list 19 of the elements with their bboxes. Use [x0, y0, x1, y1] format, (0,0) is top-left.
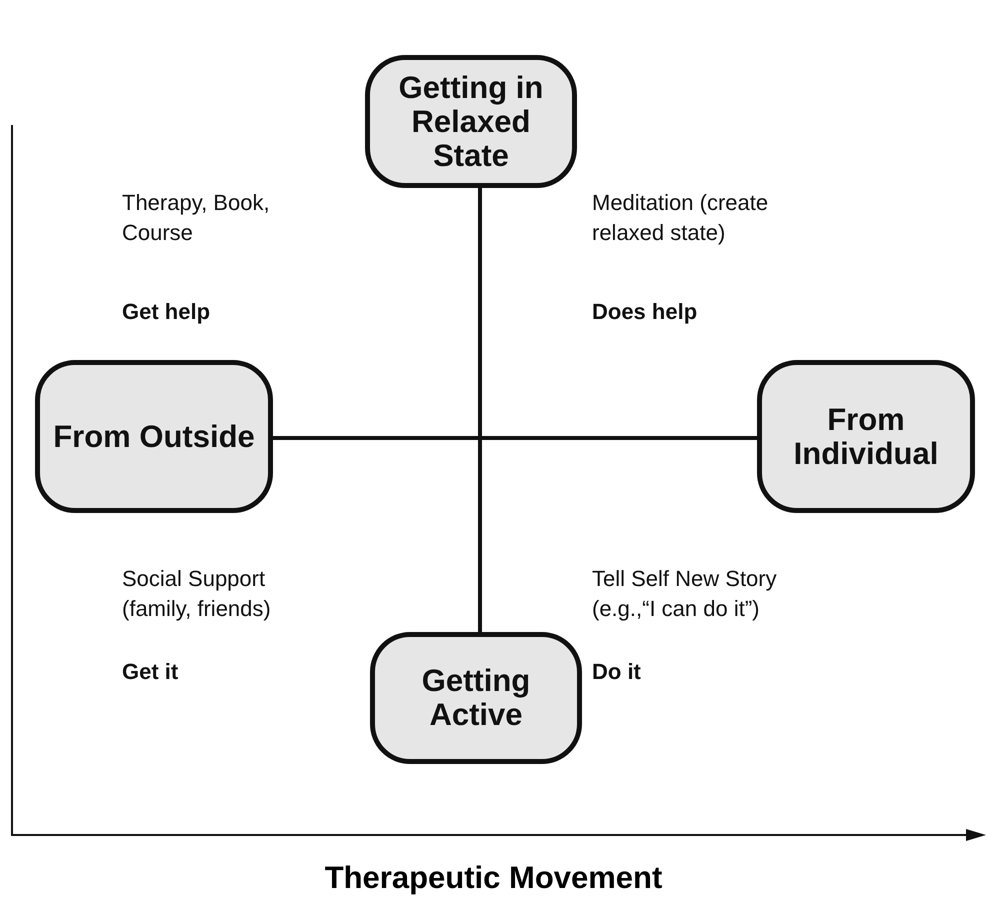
rounded-box	[757, 360, 975, 513]
rounded-box	[35, 360, 273, 513]
connector-line	[478, 188, 482, 632]
node-label: Getting Active	[420, 664, 532, 732]
quadrant-heading: Does help	[592, 298, 698, 326]
axis-title: Therapeutic Movement	[324, 860, 664, 896]
quadrant-heading: Get help	[122, 298, 210, 326]
node-label: From Individual	[792, 402, 940, 470]
quadrant-note: Therapy, Book, Course	[122, 189, 271, 247]
quadrant-heading: Get it	[122, 658, 178, 686]
connector-line	[273, 436, 757, 440]
quadrant-note: Meditation (create relaxed state)	[592, 189, 770, 247]
quadrant-note: Social Support (family, friends)	[122, 565, 272, 623]
quadrant-note: Tell Self New Story (e.g.,“I can do it”)	[592, 565, 778, 623]
rounded-box	[370, 632, 582, 764]
node-label: Getting in Relaxed State	[398, 70, 544, 172]
node-label: From Outside	[53, 420, 255, 454]
quadrant-heading: Do it	[592, 658, 641, 686]
rounded-box	[365, 55, 577, 188]
